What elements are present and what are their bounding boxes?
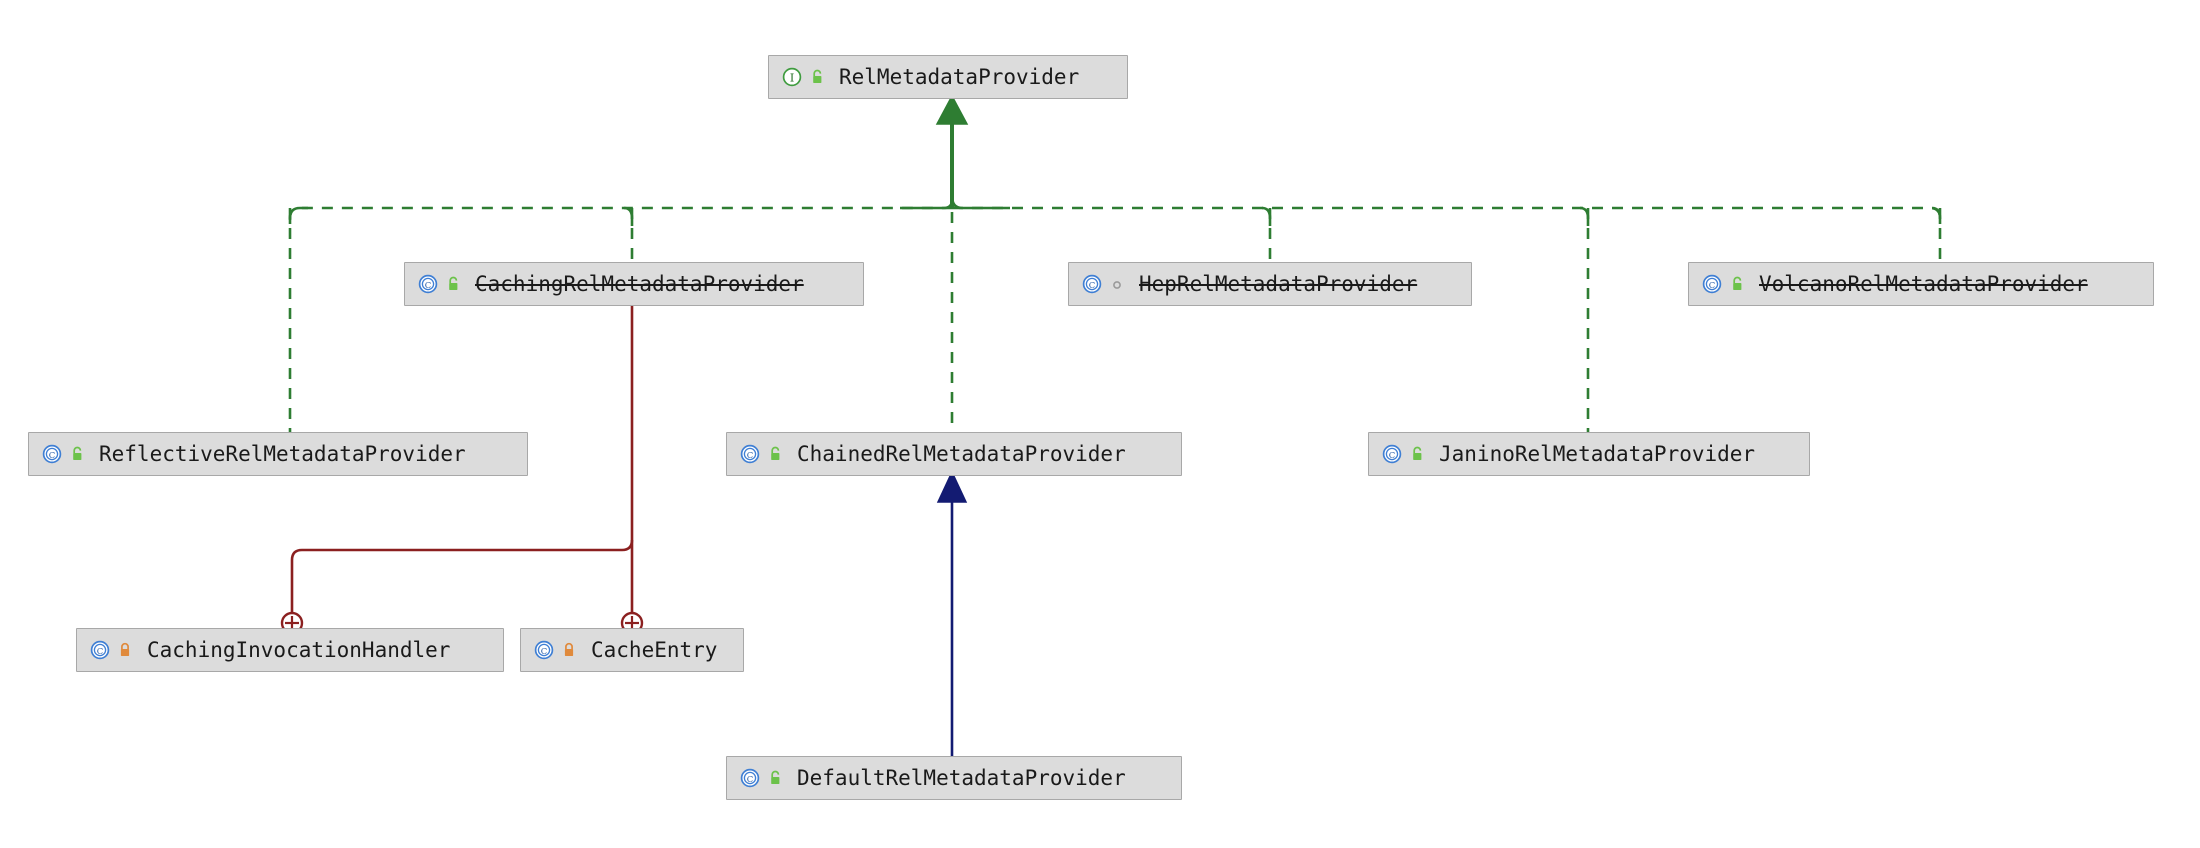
- svg-text:C: C: [425, 281, 432, 291]
- lock-closed-private-icon: [120, 642, 130, 656]
- uml-node-label: JaninoRelMetadataProvider: [1439, 441, 1756, 466]
- node-icon-group: I: [781, 66, 826, 88]
- uml-node-label: ChainedRelMetadataProvider: [797, 441, 1126, 466]
- node-icon-group: C: [739, 443, 784, 465]
- node-icon-group: C: [417, 273, 462, 295]
- realization-bus-right: [952, 206, 1942, 220]
- svg-text:I: I: [790, 71, 794, 84]
- uml-node-label: VolcanoRelMetadataProvider: [1759, 271, 2088, 296]
- fillet-caching-corner: [623, 206, 634, 226]
- uml-node-chained-rel-metadata-provider[interactable]: C ChainedRelMetadataProvider: [726, 432, 1182, 476]
- uml-node-label: DefaultRelMetadataProvider: [797, 765, 1126, 790]
- lock-open-public-icon: [1733, 276, 1742, 290]
- uml-node-volcano-rel-metadata-provider[interactable]: C VolcanoRelMetadataProvider: [1688, 262, 2154, 306]
- lock-open-public-icon: [449, 276, 458, 290]
- class-icon: C: [90, 640, 110, 660]
- lock-open-public-icon: [73, 446, 82, 460]
- realization-bus-left: [288, 206, 952, 220]
- realization-edges: [288, 206, 1942, 432]
- uml-node-caching-invocation-handler[interactable]: C CachingInvocationHandler: [76, 628, 504, 672]
- fillet-hep-corner: [1261, 206, 1272, 226]
- svg-text:C: C: [1089, 281, 1096, 291]
- node-icon-group: C: [533, 639, 578, 661]
- uml-node-label: ReflectiveRelMetadataProvider: [99, 441, 466, 466]
- uml-node-label: CacheEntry: [591, 637, 718, 662]
- inner-class-branch-handler: [290, 539, 634, 612]
- class-icon: C: [418, 274, 438, 294]
- class-icon: C: [534, 640, 554, 660]
- fillet-center-join: [900, 196, 954, 210]
- class-icon: C: [1082, 274, 1102, 294]
- interface-icon: I: [782, 67, 802, 87]
- realization-arrowhead: [935, 94, 969, 125]
- lock-closed-private-icon: [564, 642, 574, 656]
- uml-node-label: RelMetadataProvider: [839, 64, 1080, 89]
- node-icon-group: C: [89, 639, 134, 661]
- svg-text:C: C: [49, 451, 56, 461]
- uml-node-caching-rel-metadata-provider[interactable]: C CachingRelMetadataProvider: [404, 262, 864, 306]
- class-icon: C: [1702, 274, 1722, 294]
- fillet-bus-left-corner: [288, 206, 308, 224]
- uml-node-cache-entry[interactable]: C CacheEntry: [520, 628, 744, 672]
- node-icon-group: C: [739, 767, 784, 789]
- class-icon: C: [42, 444, 62, 464]
- node-icon-group: C: [1081, 273, 1126, 295]
- uml-node-janino-rel-metadata-provider[interactable]: C JaninoRelMetadataProvider: [1368, 432, 1810, 476]
- uml-node-label: CachingInvocationHandler: [147, 637, 451, 662]
- uml-node-default-rel-metadata-provider[interactable]: C DefaultRelMetadataProvider: [726, 756, 1182, 800]
- svg-text:C: C: [97, 647, 104, 657]
- class-icon: C: [740, 444, 760, 464]
- node-icon-group: C: [1381, 443, 1426, 465]
- uml-node-hep-rel-metadata-provider[interactable]: C HepRelMetadataProvider: [1068, 262, 1472, 306]
- lock-open-public-icon: [771, 770, 780, 784]
- svg-text:C: C: [747, 451, 754, 461]
- uml-node-reflective-rel-metadata-provider[interactable]: C ReflectiveRelMetadataProvider: [28, 432, 528, 476]
- fillet-bus-right-corner: [1931, 206, 1942, 224]
- uml-node-rel-metadata-provider[interactable]: I RelMetadataProvider: [768, 55, 1128, 99]
- generalization-arrowhead: [936, 470, 968, 503]
- realization-corner-fillets: [288, 195, 1942, 226]
- fillet-center-join-right: [950, 195, 1010, 210]
- class-icon: C: [740, 768, 760, 788]
- svg-text:C: C: [1709, 281, 1716, 291]
- class-icon: C: [1382, 444, 1402, 464]
- lock-open-public-icon: [1413, 446, 1422, 460]
- package-private-circle-icon: [1113, 281, 1121, 289]
- node-icon-group: C: [1701, 273, 1746, 295]
- node-icon-group: C: [41, 443, 86, 465]
- lock-open-public-icon: [771, 446, 780, 460]
- lock-open-public-icon: [813, 69, 822, 83]
- uml-node-label: CachingRelMetadataProvider: [475, 271, 804, 296]
- fillet-janino-corner: [1579, 206, 1590, 226]
- svg-text:C: C: [1389, 451, 1396, 461]
- svg-text:C: C: [541, 647, 548, 657]
- uml-node-label: HepRelMetadataProvider: [1139, 271, 1418, 296]
- svg-text:C: C: [747, 775, 754, 785]
